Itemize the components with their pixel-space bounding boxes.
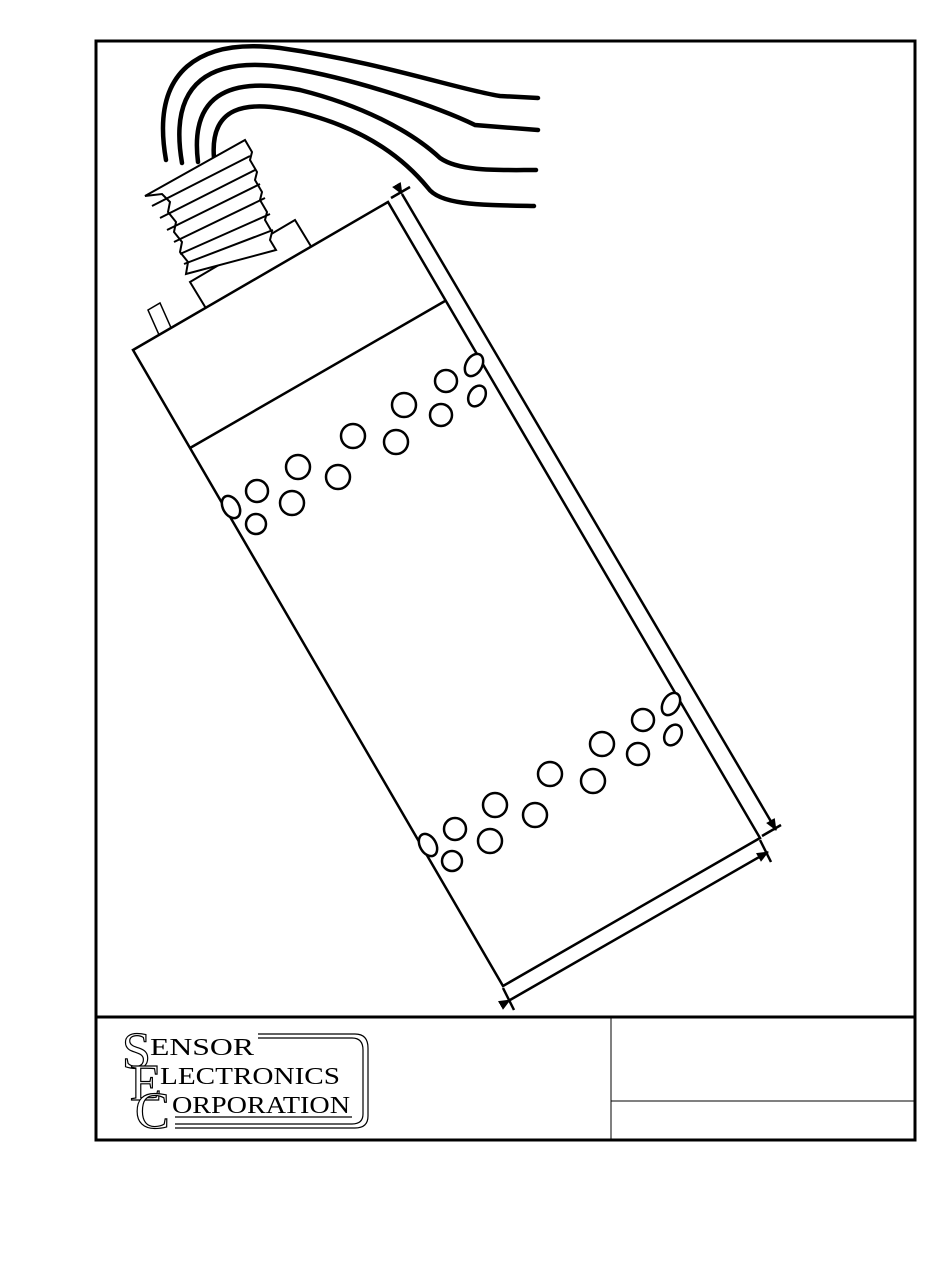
logo-initial-c: C bbox=[135, 1083, 170, 1140]
logo-line-2: LECTRONICS bbox=[160, 1064, 340, 1090]
width-extension-right bbox=[760, 840, 771, 862]
vent-hole bbox=[384, 430, 408, 454]
vent-hole bbox=[483, 793, 507, 817]
logo-line-3: ORPORATION bbox=[172, 1093, 350, 1119]
vent-hole bbox=[442, 851, 462, 871]
vent-hole bbox=[286, 455, 310, 479]
vent-hole bbox=[627, 743, 649, 765]
vent-hole bbox=[435, 370, 457, 392]
vent-hole bbox=[341, 424, 365, 448]
length-extension-bottom bbox=[762, 825, 781, 836]
vent-hole bbox=[632, 709, 654, 731]
vent-hole bbox=[478, 829, 502, 853]
vent-hole bbox=[246, 514, 266, 534]
vent-hole bbox=[523, 803, 547, 827]
vent-hole bbox=[581, 769, 605, 793]
vent-hole bbox=[392, 393, 416, 417]
vent-hole bbox=[538, 762, 562, 786]
vent-hole bbox=[444, 818, 466, 840]
length-extension-top bbox=[391, 187, 410, 198]
vent-hole bbox=[430, 404, 452, 426]
vent-hole bbox=[590, 732, 614, 756]
vent-hole bbox=[246, 480, 268, 502]
logo-line-1: ENSOR bbox=[150, 1035, 254, 1061]
cable-wire-1 bbox=[163, 46, 538, 160]
vent-hole bbox=[326, 465, 350, 489]
vent-hole bbox=[280, 491, 304, 515]
company-logo: S E C ENSOR LECTRONICS ORPORATION bbox=[122, 1023, 368, 1140]
